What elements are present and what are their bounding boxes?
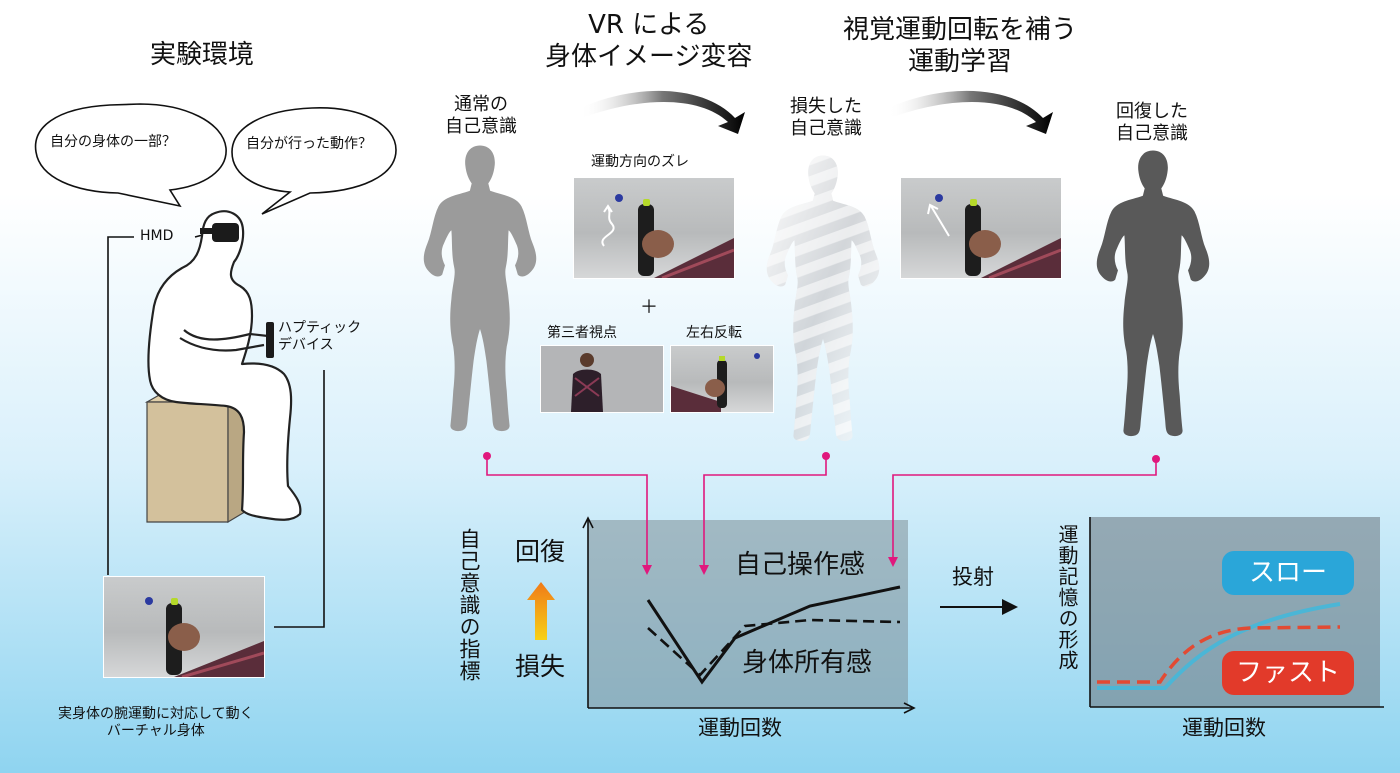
figure-normal: [423, 145, 537, 432]
pink-dots: [483, 452, 1160, 463]
hmd-device: [200, 223, 239, 242]
sense-of-agency-label: 自己操作感: [735, 550, 866, 580]
pink-connectors: [486, 456, 1157, 575]
haptic-device-label: ハプティック デバイス: [278, 320, 362, 354]
vr-transformation-title: VR による 身体イメージ変容: [545, 10, 753, 72]
loss-label: 損失: [515, 652, 566, 681]
stool-box: [144, 388, 251, 524]
sense-of-ownership-label: 身体所有感: [742, 648, 873, 678]
thumbnail-third-person: [540, 345, 664, 413]
ownership-curve: [647, 618, 901, 677]
normal-self-label: 通常の 自己意識: [445, 94, 517, 137]
figure-recovered: [1096, 150, 1210, 437]
self-awareness-index-label: 自己意識の指標: [457, 528, 481, 682]
bubble-body-part-text: 自分の身体の一部？: [50, 134, 176, 150]
thumbnail-recovered-direction: [900, 177, 1062, 279]
haptic-device: [266, 322, 274, 358]
projection-label: 投射: [952, 565, 994, 589]
graph2-x-label: 運動回数: [1182, 716, 1266, 740]
graph1-x-label: 運動回数: [698, 716, 782, 740]
fast-curve: [1097, 625, 1341, 684]
recovered-self-label: 回復した 自己意識: [1116, 101, 1188, 144]
thumbnail-virtual-body: [103, 576, 265, 678]
speech-bubble-left: [34, 103, 227, 208]
lost-self-label: 損失した 自己意識: [790, 96, 862, 139]
bubble-action-text: 自分が行った動作？: [246, 136, 372, 152]
figure-lost: [766, 155, 880, 442]
graph1-panel: [588, 520, 908, 708]
hmd-label: HMD: [140, 228, 174, 244]
thumbnail-mirror: [670, 345, 774, 413]
seated-person: [147, 210, 302, 521]
slow-curve: [1097, 602, 1341, 690]
fast-process-badge: ファスト: [1222, 651, 1354, 695]
slow-process-badge: スロー: [1222, 551, 1354, 595]
environment-title: 実験環境: [150, 40, 255, 70]
graph2-axes: [1089, 517, 1384, 708]
plus-sign: ＋: [640, 297, 658, 318]
mirror-label: 左右反転: [686, 325, 742, 341]
motor-memory-label: 運動記憶の形成: [1055, 524, 1079, 671]
motor-learning-title: 視覚運動回転を補う 運動学習: [843, 15, 1078, 77]
thumbnail-direction-shift: [573, 177, 735, 279]
graph1-axes: [582, 516, 916, 714]
arrow-motor-learning: [888, 90, 1053, 134]
third-person-label: 第三者視点: [547, 325, 617, 341]
recovery-arrow: [527, 582, 555, 640]
recovery-label: 回復: [515, 537, 566, 566]
projection-arrow: [940, 599, 1018, 615]
speech-bubble-right: [231, 107, 397, 215]
direction-shift-label: 運動方向のズレ: [591, 154, 689, 170]
arrow-vr-transformation: [580, 90, 745, 134]
virtual-body-caption: 実身体の腕運動に対応して動く バーチャル身体: [58, 706, 254, 740]
